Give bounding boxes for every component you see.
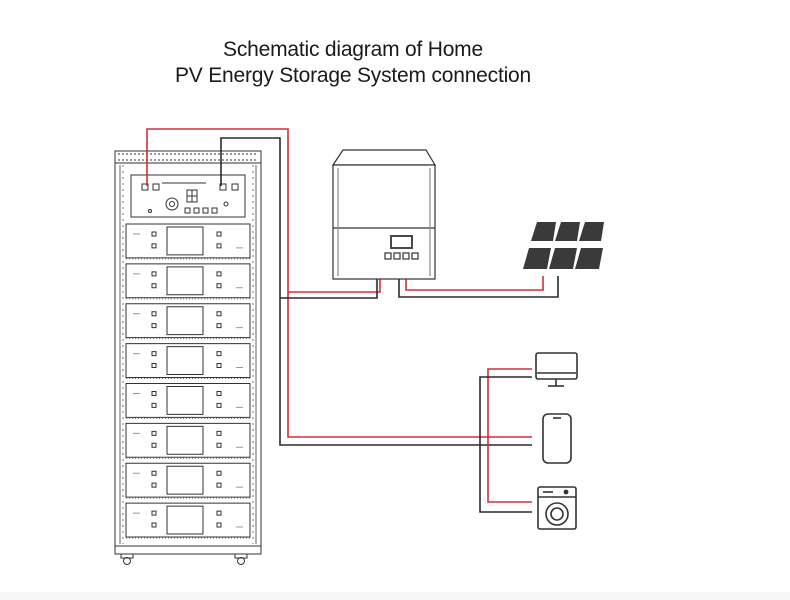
- wire-load-bus-positive: [487, 368, 532, 503]
- rack-wheel-left: [120, 553, 134, 565]
- battery-modules: [125, 223, 251, 539]
- wire-inverter-solar-positive: [405, 276, 544, 291]
- rack-wheel-right: [234, 553, 248, 565]
- battery-module: [125, 263, 251, 300]
- wire-load-bus-negative: [479, 376, 532, 513]
- hybrid-inverter-icon: [331, 149, 437, 280]
- wire-battery-negative: [220, 137, 532, 446]
- inverter-display: [390, 235, 413, 249]
- battery-module: [125, 502, 251, 539]
- computer-monitor-icon: [535, 352, 578, 387]
- battery-control-panel: [130, 174, 246, 218]
- footer-strip: [0, 592, 790, 600]
- wire-battery-positive: [146, 128, 532, 438]
- wire-inverter-solar-negative: [398, 276, 559, 298]
- diagram-title-line-2: PV Energy Storage System connection: [174, 64, 532, 87]
- smartphone-icon: [542, 413, 572, 464]
- battery-module: [125, 303, 251, 340]
- wire-battery-inverter-negative: [280, 279, 378, 299]
- battery-module: [125, 223, 251, 260]
- wiring: [146, 128, 559, 513]
- inverter-buttons: [384, 252, 419, 260]
- battery-module: [125, 343, 251, 379]
- solar-panel-icon: [523, 222, 604, 269]
- diagram-title-line-1: Schematic diagram of Home: [223, 38, 483, 61]
- wire-battery-inverter-positive: [288, 279, 381, 293]
- battery-module: [125, 462, 251, 499]
- washing-machine-icon: [537, 486, 577, 530]
- battery-module: [125, 383, 251, 419]
- battery-module: [125, 422, 251, 459]
